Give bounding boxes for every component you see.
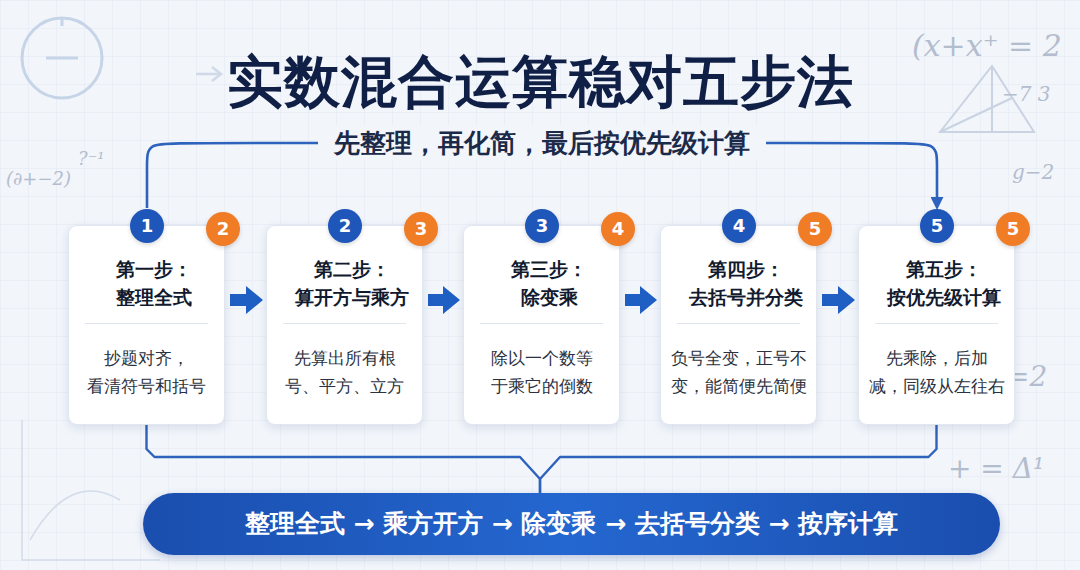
step-number: 5 [809, 218, 822, 239]
step-number: 2 [217, 218, 230, 239]
step-heading: 第五步： 按优先级计算 [875, 255, 1013, 311]
step-number-circle: 3 [525, 209, 559, 243]
summary-text: 整理全式 → 乘方开方 → 除变乘 → 去括号分类 → 按序计算 [245, 509, 898, 538]
step-heading: 第一步： 整理全式 [85, 255, 223, 311]
step-arrow [428, 286, 460, 314]
step-number-circle: 5 [920, 209, 954, 243]
step-body: 除以一个数等 于乘它的倒数 [473, 344, 611, 400]
step-arrow [822, 286, 855, 314]
step-body: 抄题对齐， 看清符号和括号 [78, 344, 216, 400]
step-arrow [230, 286, 263, 314]
step-number-circle: 2 [328, 209, 362, 243]
step-number-circle: 5 [996, 212, 1030, 246]
step-body: 负号全变，正号不 变，能简便先简便 [670, 344, 808, 400]
step-arrow [625, 286, 657, 314]
step-number-circle: 4 [722, 209, 756, 243]
summary-bracket [147, 425, 541, 493]
flow-label: 先整理，再化简，最后按优先级计算 [318, 125, 766, 161]
step-number-circle: 2 [206, 212, 240, 246]
step-number-circle: 3 [404, 212, 438, 246]
step-body: 先乘除，后加 减，同级从左往右 [868, 344, 1006, 400]
step-number: 3 [415, 218, 428, 239]
watermark-label: g−2 [1012, 160, 1054, 184]
step-heading: 第四步： 去括号并分类 [677, 255, 815, 311]
watermark-label: + = Δ¹ [948, 452, 1044, 485]
watermark-label: ?⁻¹ [78, 148, 104, 169]
step-number: 2 [339, 215, 352, 236]
step-number: 5 [931, 215, 944, 236]
watermark-label: (∂+−2) [6, 168, 71, 189]
step-number-circle: 1 [130, 209, 164, 243]
summary-band: 整理全式 → 乘方开方 → 除变乘 → 去括号分类 → 按序计算 [143, 493, 1000, 555]
summary-bracket [540, 425, 937, 493]
step-number: 1 [141, 215, 154, 236]
step-heading: 第二步： 算开方与乘方 [283, 255, 421, 311]
watermark-label: (x+x⁺ = 2 [912, 28, 1062, 63]
step-body: 先算出所有根 号、平方、立方 [276, 344, 414, 400]
deco-clock [22, 18, 102, 98]
step-number: 4 [612, 218, 625, 239]
deco-axes [22, 420, 160, 560]
step-box: 第一步： 整理全式抄题对齐， 看清符号和括号12 [68, 225, 225, 425]
deco-arrow [196, 67, 221, 81]
step-heading: 第三步： 除变乘 [480, 255, 618, 311]
step-number: 4 [733, 215, 746, 236]
step-number-circle: 5 [798, 212, 832, 246]
step-box: 第三步： 除变乘除以一个数等 于乘它的倒数34 [463, 225, 620, 425]
step-number: 3 [536, 215, 549, 236]
step-box: 第二步： 算开方与乘方先算出所有根 号、平方、立方23 [266, 225, 423, 425]
step-number: 5 [1007, 218, 1020, 239]
step-box: 第五步： 按优先级计算先乘除，后加 减，同级从左往右55 [858, 225, 1015, 425]
watermark-label: −7 3 [1002, 82, 1051, 106]
step-number-circle: 4 [601, 212, 635, 246]
step-box: 第四步： 去括号并分类负号全变，正号不 变，能简便先简便45 [660, 225, 817, 425]
